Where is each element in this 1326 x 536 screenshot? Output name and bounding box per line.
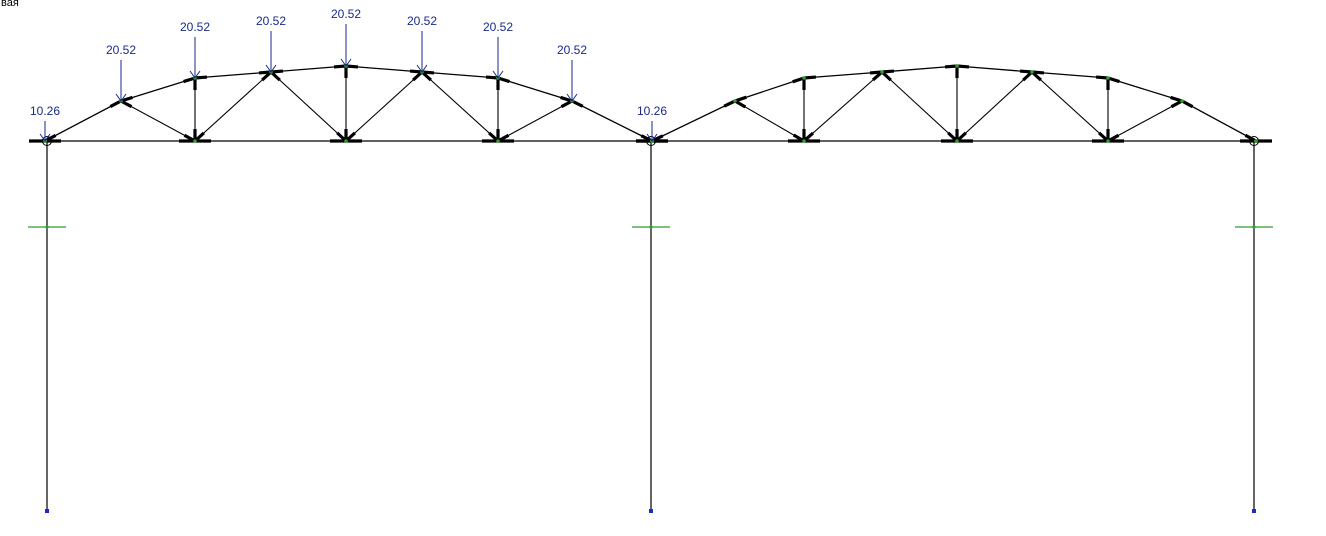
truss-1-member-end [109, 99, 122, 109]
truss-2-web-member [956, 71, 1033, 142]
load-value-label: 20.52 [407, 14, 437, 28]
truss-1-web-member [194, 71, 272, 142]
truss-2-member-end [723, 99, 736, 108]
nodal-loads: 10.26 20.52 20.52 20.52 20.52 20.52 20.52 20.52… [30, 7, 667, 142]
truss-1-member-end [194, 75, 208, 80]
columns [28, 136, 1273, 513]
truss-1-member-end [120, 95, 133, 103]
column-base-support [45, 509, 49, 513]
truss-1-member-end [258, 70, 272, 75]
truss-2-node [1180, 99, 1184, 103]
truss-2-node [802, 139, 806, 143]
load-arrowhead [340, 58, 352, 67]
truss-2-member-end [792, 76, 805, 84]
load-arrowhead [492, 70, 504, 79]
load-value-label: 20.52 [557, 43, 587, 57]
truss-2-web-member [881, 71, 958, 142]
truss-1-member-end [571, 99, 584, 108]
truss-1-web-member [497, 100, 573, 142]
column-mid-node [1252, 225, 1256, 229]
load-value-label: 20.52 [180, 20, 210, 34]
truss-2-member-end [1170, 95, 1183, 103]
truss-2-node [1106, 76, 1110, 80]
truss-2-node [955, 139, 959, 143]
truss-2-member-end [734, 95, 747, 103]
column-mid-node [649, 225, 653, 229]
truss-2-node [1254, 139, 1258, 143]
load-value-label: 20.52 [331, 7, 361, 21]
truss-1-member-end [183, 76, 196, 84]
truss-1-top-chord [44, 65, 653, 142]
truss-2-member-end [1031, 70, 1045, 75]
load-value-label: 10.26 [637, 104, 667, 118]
load-arrowhead [189, 70, 201, 79]
truss-1-node [193, 139, 197, 143]
truss-1-member-end [497, 76, 510, 84]
truss-1-member-end [333, 64, 347, 69]
truss-2-node [880, 70, 884, 74]
truss-2-web-member [734, 100, 805, 142]
truss-2-node [1030, 70, 1034, 74]
truss-2-web-member [803, 71, 883, 142]
load-arrowhead [416, 64, 428, 73]
truss-1-member-end [409, 69, 423, 74]
truss-1-member-end [345, 64, 359, 69]
truss-2-member-end [869, 70, 883, 75]
load-arrowhead [646, 133, 658, 142]
truss-1-web-member [345, 71, 423, 142]
truss-1-node [344, 139, 348, 143]
truss-2-node [955, 64, 959, 68]
truss-2-member-end [956, 64, 970, 69]
truss-2-member-end [803, 75, 817, 80]
truss-2-member-end [1019, 69, 1033, 74]
load-value-label: 20.52 [256, 14, 286, 28]
column-base-support [1252, 509, 1256, 513]
truss-2-member-end [1181, 99, 1194, 109]
truss-2-node [733, 99, 737, 103]
load-arrowhead [115, 93, 127, 102]
load-arrowhead [566, 93, 578, 102]
load-value-label: 20.52 [483, 20, 513, 34]
truss-1-member-end [421, 70, 435, 75]
truss-1-member-end [270, 69, 284, 74]
column-mid-node [45, 225, 49, 229]
column-base-support [649, 509, 653, 513]
load-value-label: 10.26 [30, 104, 60, 118]
truss-2-web-member [1107, 100, 1183, 142]
truss-1-web-member [270, 71, 347, 142]
truss-2-member-end [881, 69, 895, 74]
load-arrowhead [265, 64, 277, 73]
load-arrowhead [39, 133, 51, 142]
truss-1-member-end [560, 95, 573, 103]
truss-1-member-end [485, 75, 499, 80]
truss-2-web-member [1031, 71, 1109, 142]
truss-1-web-member [120, 100, 196, 142]
truss-2-member-end [1095, 75, 1109, 80]
truss-2-node [802, 76, 806, 80]
truss-2-node [1106, 139, 1110, 143]
truss-1-web-member [421, 71, 499, 142]
view-title-fragment: вая [1, 0, 19, 9]
load-value-label: 20.52 [106, 43, 136, 57]
truss-1-node [496, 139, 500, 143]
truss-2-member-end [1107, 76, 1120, 84]
truss-members [29, 64, 1272, 143]
truss-2-top-chord [651, 65, 1257, 142]
truss-2-member-end [944, 64, 958, 69]
